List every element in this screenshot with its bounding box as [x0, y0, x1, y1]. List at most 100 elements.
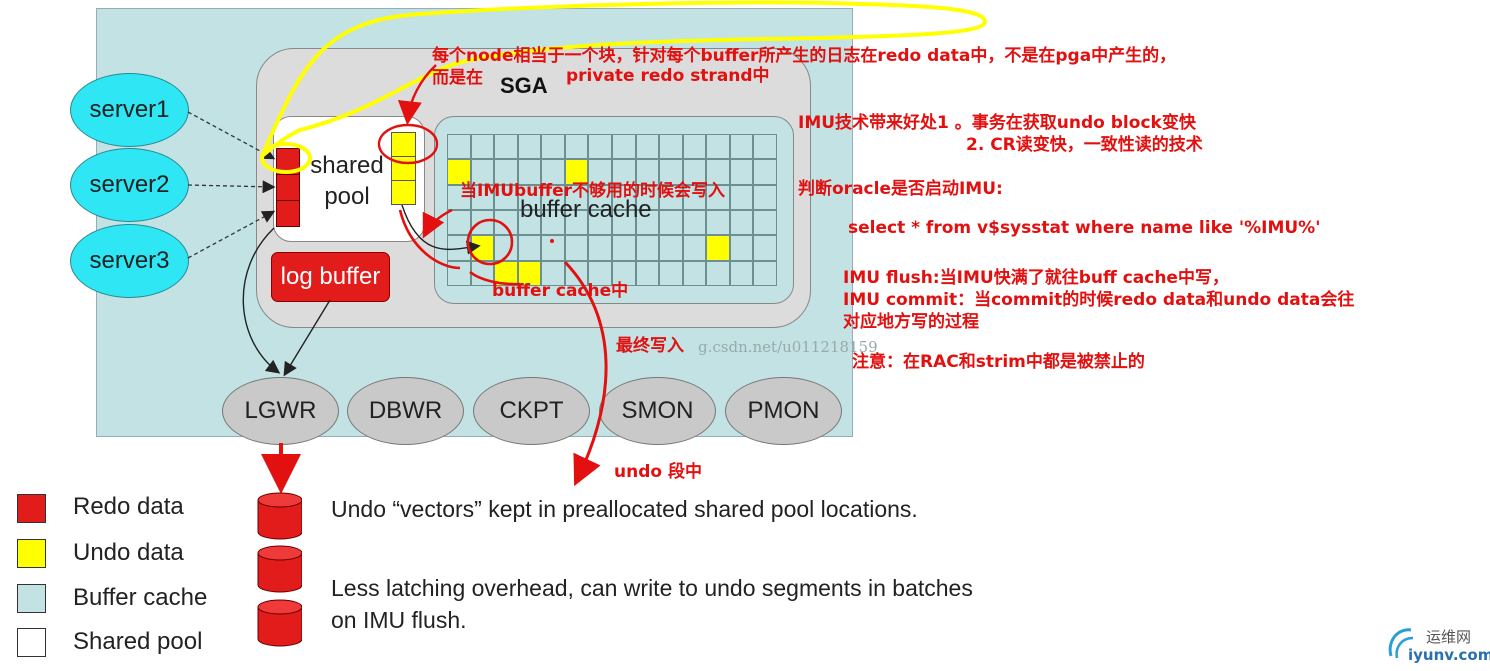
buffer-cache-block	[706, 134, 730, 160]
buffer-cache-block	[588, 260, 612, 286]
annotation-sql: select * from v$sysstat where name like …	[848, 218, 1321, 238]
buffer-cache-block	[635, 159, 660, 185]
process-ckpt: CKPT	[473, 377, 590, 445]
buffer-cache-block	[588, 134, 612, 160]
buffer-cache-block	[753, 235, 777, 261]
buffer-cache-block	[659, 159, 683, 185]
undo-segment-cylinder-1	[257, 492, 302, 540]
buffer-cache-block	[494, 159, 518, 185]
legend-swatch-buffer-cache	[17, 584, 46, 613]
description-paragraph-2: Less latching overhead, can write to und…	[331, 575, 973, 633]
annotation-imu-commit-2: 对应地方写的过程	[843, 312, 979, 332]
buffer-cache-block	[564, 210, 589, 236]
sga-label: SGA	[500, 73, 548, 98]
buffer-cache-block	[635, 184, 660, 210]
red-arrow-undo-seg	[563, 260, 608, 487]
server1-arrow	[187, 111, 276, 160]
annotation-final-write: 最终写入	[616, 336, 684, 356]
buffer-cache-block	[682, 210, 707, 236]
buffer-cache-block	[541, 184, 565, 210]
buffer-cache-block	[517, 184, 542, 210]
shared-pool-label-line2: pool	[324, 183, 370, 210]
red-circle-undo	[377, 123, 439, 165]
undo-segment-cylinder-2	[257, 545, 302, 593]
annotation-private-strand: private redo strand中	[566, 66, 770, 86]
server2-arrow	[187, 180, 276, 194]
server3-arrow	[187, 210, 276, 259]
buffer-cache-block	[564, 134, 589, 160]
undo-to-buffer-arrow	[401, 204, 481, 255]
buffer-cache-block	[682, 184, 707, 210]
buffer-cache-block	[729, 159, 754, 185]
buffer-cache-block	[729, 210, 754, 236]
buffer-cache-block	[541, 134, 565, 160]
buffer-cache-block	[753, 184, 777, 210]
buffer-cache-block	[612, 184, 636, 210]
redo-block	[276, 200, 300, 227]
buffer-cache-block	[588, 235, 612, 261]
legend-label-redo: Redo data	[73, 493, 184, 520]
buffer-cache-block	[659, 184, 683, 210]
buffer-cache-grid	[447, 134, 777, 286]
buffer-cache-block	[494, 235, 518, 261]
buffer-cache-block	[729, 260, 754, 286]
legend-swatch-shared-pool	[17, 628, 46, 657]
buffer-cache-block	[729, 235, 754, 261]
buffer-cache-block	[541, 235, 565, 261]
shared-pool-label: shared pool	[302, 150, 392, 212]
buffer-cache-undo-block	[517, 260, 542, 286]
annotation-imu-commit-1: IMU commit：当commit的时候redo data和undo data…	[843, 290, 1355, 310]
buffer-cache-block	[706, 159, 730, 185]
yellow-highlight-loop	[260, 0, 988, 158]
annotation-check-imu: 判断oracle是否启动IMU:	[798, 179, 1003, 199]
red-arrow-to-undo	[397, 64, 437, 126]
legend-label-buffer-cache: Buffer cache	[73, 584, 208, 611]
buffer-cache-block	[659, 235, 683, 261]
buffer-cache-block	[682, 235, 707, 261]
buffer-cache-block	[729, 184, 754, 210]
buffer-cache-label: buffer cache	[520, 196, 652, 223]
buffer-cache-block	[517, 235, 542, 261]
buffer-cache-block	[635, 260, 660, 286]
buffer-cache-block	[612, 210, 636, 236]
logbuffer-to-lgwr-arrow	[283, 299, 331, 377]
buffer-cache-block	[517, 210, 542, 236]
buffer-cache-block	[588, 210, 612, 236]
logo-text-cn: 运维网	[1426, 628, 1472, 646]
description-paragraph-1: Undo “vectors” kept in preallocated shar…	[331, 496, 918, 522]
buffer-cache-block	[588, 184, 612, 210]
buffer-cache-block	[447, 210, 471, 236]
buffer-cache-block	[753, 210, 777, 236]
process-dbwr: DBWR	[347, 377, 464, 445]
buffer-cache-undo-block	[564, 159, 589, 185]
buffer-cache-block	[659, 134, 683, 160]
process-lgwr: LGWR	[222, 377, 339, 445]
annotation-imu-flush: IMU flush:当IMU快满了就往buff cache中写，	[843, 268, 1229, 288]
annotation-imu-benefit-1: IMU技术带来好处1 。事务在获取undo block变快	[798, 113, 1196, 133]
legend-swatch-redo	[17, 494, 46, 523]
buffer-cache-block	[517, 134, 542, 160]
buffer-cache-block	[494, 134, 518, 160]
buffer-cache-block	[659, 260, 683, 286]
buffer-cache-block	[470, 210, 495, 236]
server-node-2: server2	[70, 148, 189, 222]
annotation-node-block-line2: 而是在	[432, 68, 483, 88]
buffer-cache-undo-block	[447, 159, 471, 185]
annotation-imu-not-enough: 当IMUbuffer不够用的时候会写入	[460, 181, 726, 201]
buffer-cache-block	[682, 159, 707, 185]
buffer-cache-block	[564, 260, 589, 286]
buffer-cache-block	[564, 235, 589, 261]
red-curve-bc	[469, 270, 521, 286]
buffer-cache-block	[447, 184, 471, 210]
buffer-cache-block	[541, 159, 565, 185]
buffer-cache-block	[729, 134, 754, 160]
annotation-imu-benefit-2: 2. CR读变快，一致性读的技术	[966, 135, 1203, 155]
buffer-cache-block	[659, 210, 683, 236]
process-pmon: PMON	[725, 377, 842, 445]
red-arrow-imu	[422, 208, 453, 239]
legend-label-shared-pool: Shared pool	[73, 628, 203, 655]
buffer-cache-block	[470, 134, 495, 160]
red-dot	[550, 239, 554, 243]
buffer-cache-block	[706, 184, 730, 210]
